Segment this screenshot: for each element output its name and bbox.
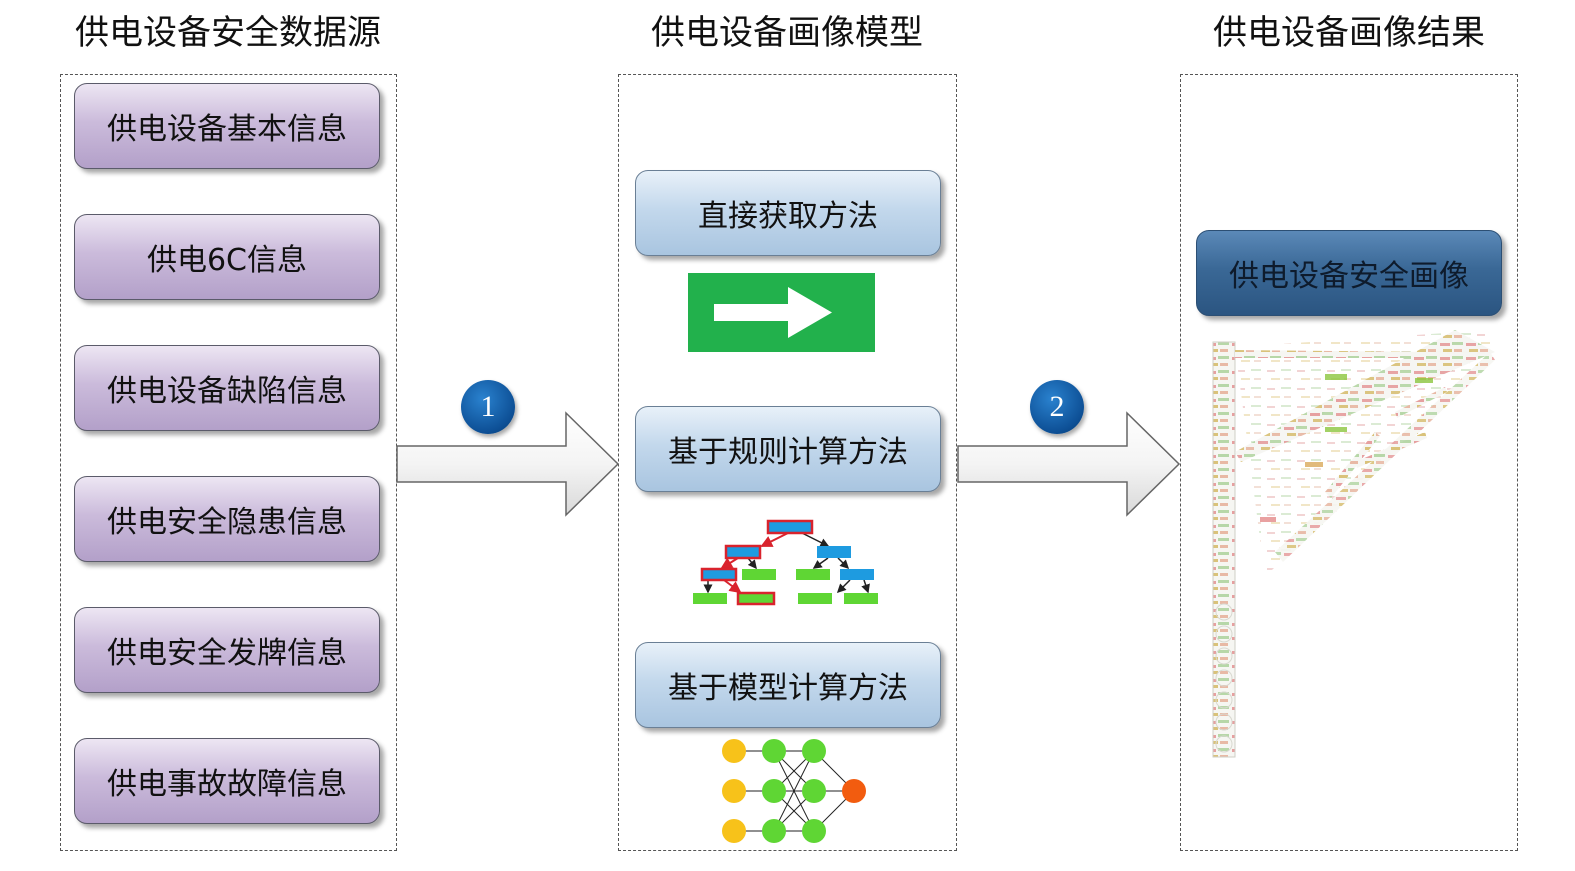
source-accident-info: 供电事故故障信息 (74, 738, 380, 824)
word-cloud-catenary-icon (1212, 330, 1495, 758)
step-1-badge: 1 (461, 380, 515, 434)
source-6c-info: 供电6C信息 (74, 214, 380, 300)
source-defect-info: 供电设备缺陷信息 (74, 345, 380, 431)
model-title: 供电设备画像模型 (651, 13, 923, 53)
arrow-2-icon (957, 411, 1181, 517)
source-hazard-info: 供电安全隐患信息 (74, 476, 380, 562)
green-exit-arrow-icon (688, 273, 875, 352)
sources-title: 供电设备安全数据源 (75, 13, 381, 53)
source-basic-info: 供电设备基本信息 (74, 83, 380, 169)
source-card-info: 供电安全发牌信息 (74, 607, 380, 693)
method-model: 基于模型计算方法 (635, 642, 941, 728)
neural-network-icon (722, 739, 866, 843)
result-output: 供电设备安全画像 (1196, 230, 1502, 316)
decision-tree-icon (693, 519, 878, 606)
method-rule: 基于规则计算方法 (635, 406, 941, 492)
step-2-badge: 2 (1030, 380, 1084, 434)
arrow-1-icon (396, 411, 620, 517)
result-title: 供电设备画像结果 (1213, 13, 1485, 53)
sources-panel (60, 74, 397, 851)
method-direct: 直接获取方法 (635, 170, 941, 256)
